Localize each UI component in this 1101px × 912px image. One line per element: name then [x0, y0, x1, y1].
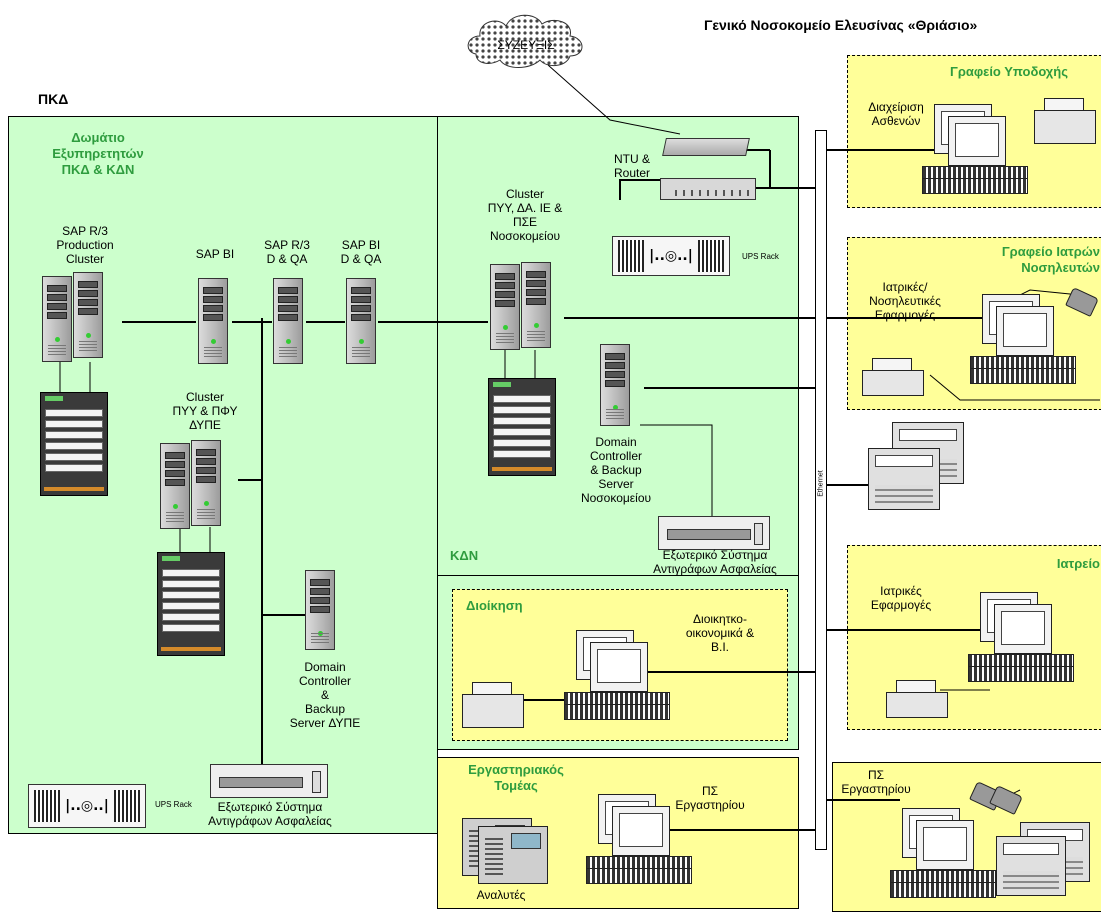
server-icon — [191, 440, 221, 526]
kdn-label: ΚΔΝ — [450, 548, 479, 563]
kdn-domain-label: Domain Controller & Backup Server Νοσοκο… — [580, 435, 652, 505]
server-icon — [73, 272, 103, 358]
printer-icon — [862, 356, 924, 396]
printer-icon — [886, 678, 948, 718]
ups-rack-icon: |..◎..| — [612, 236, 730, 276]
sap-prod-label: SAP R/3 Production Cluster — [56, 224, 114, 266]
workstation-icon — [562, 626, 674, 721]
backup-tape-icon — [210, 764, 328, 798]
printer-icon — [462, 680, 524, 728]
clinic-title: Ιατρείο — [1056, 556, 1100, 571]
server-icon — [490, 264, 520, 350]
server-icon — [600, 344, 630, 426]
router-icon — [660, 178, 756, 200]
lab-title: Εργαστηριακός Τομέας — [468, 762, 564, 793]
server-icon — [42, 276, 72, 362]
server-icon — [521, 262, 551, 348]
workstation-icon — [888, 804, 1000, 899]
server-icon — [305, 570, 335, 650]
pkd-backup-label: Εξωτερικό Σύστημα Αντιγράφων Ασφαλείας — [208, 800, 332, 828]
storage-rack-icon — [40, 392, 108, 496]
lab2-app-label: ΠΣ Εργαστηρίου — [841, 768, 911, 796]
server-icon — [160, 443, 190, 529]
clinic-app-label: Ιατρικές Εφαρμογές — [870, 584, 932, 612]
printer-icon — [1034, 96, 1096, 144]
domain-dype-label: Domain Controller & Backup Server ΔΥΠΕ — [289, 660, 361, 730]
sap-bi-label: SAP BI — [195, 247, 235, 261]
cloud-label: ΣΥΖΕΥΞΙΣ — [497, 38, 555, 52]
storage-rack-icon — [157, 552, 225, 656]
laser-printer-icon — [868, 448, 940, 510]
workstation-icon — [920, 100, 1032, 195]
server-icon — [346, 278, 376, 364]
server-icon — [273, 278, 303, 364]
laser-printer-icon — [996, 836, 1066, 896]
server-room-title: Δωμάτιο Εξυπηρετητών ΠΚΔ & ΚΔΝ — [52, 130, 144, 177]
workstation-icon — [966, 588, 1078, 683]
reception-title: Γραφείο Υποδοχής — [950, 64, 1068, 79]
page-title: Γενικό Νοσοκομείο Ελευσίνας «Θριάσιο» — [704, 17, 978, 33]
sap-r3-dqa-label: SAP R/3 D & QA — [264, 238, 310, 266]
storage-rack-icon — [488, 378, 556, 476]
ntu-router-label: NTU & Router — [613, 152, 651, 180]
kdn-cluster-label: Cluster ΠΥΥ, ΔΑ. ΙΕ & ΠΣΕ Νοσοκομείου — [487, 187, 563, 243]
admin-app-label: Διοικητκο- οικονομικά & Β.Ι. — [685, 612, 755, 654]
kdn-backup-label: Εξωτερικό Σύστημα Αντιγράφων Ασφαλείας — [653, 548, 777, 576]
lab-app-label: ΠΣ Εργαστηρίου — [675, 784, 745, 812]
admin-title: Διοίκηση — [466, 598, 523, 613]
ups-rack-icon: |..◎..| — [28, 784, 146, 828]
pkd-ups-label: UPS Rack — [155, 800, 192, 809]
doctors-app-label: Ιατρικές/ Νοσηλευτικές Εφαρμογές — [869, 280, 941, 322]
kdn-ups-label: UPS Rack — [742, 252, 779, 261]
pkd-label: ΠΚΔ — [38, 91, 69, 107]
syzeyxis-cloud-icon — [467, 14, 583, 68]
ntu-icon — [662, 138, 750, 156]
workstation-icon — [584, 790, 696, 885]
sap-bi-dqa-label: SAP BI D & QA — [340, 238, 382, 266]
cluster-dype-label: Cluster ΠΥΥ & ΠΦΥ ΔΥΠΕ — [172, 390, 238, 432]
doctors-title: Γραφείο Ιατρών Νοσηλευτών — [1001, 244, 1100, 275]
ethernet-backbone — [815, 130, 827, 850]
analyzers-label: Αναλυτές — [476, 888, 526, 902]
backup-tape-icon — [658, 516, 770, 550]
workstation-icon — [968, 290, 1080, 385]
analyzer-icon — [478, 826, 548, 884]
reception-app-label: Διαχείριση Ασθενών — [868, 100, 924, 128]
ethernet-label: Ethernet — [817, 470, 825, 497]
server-icon — [198, 278, 228, 364]
